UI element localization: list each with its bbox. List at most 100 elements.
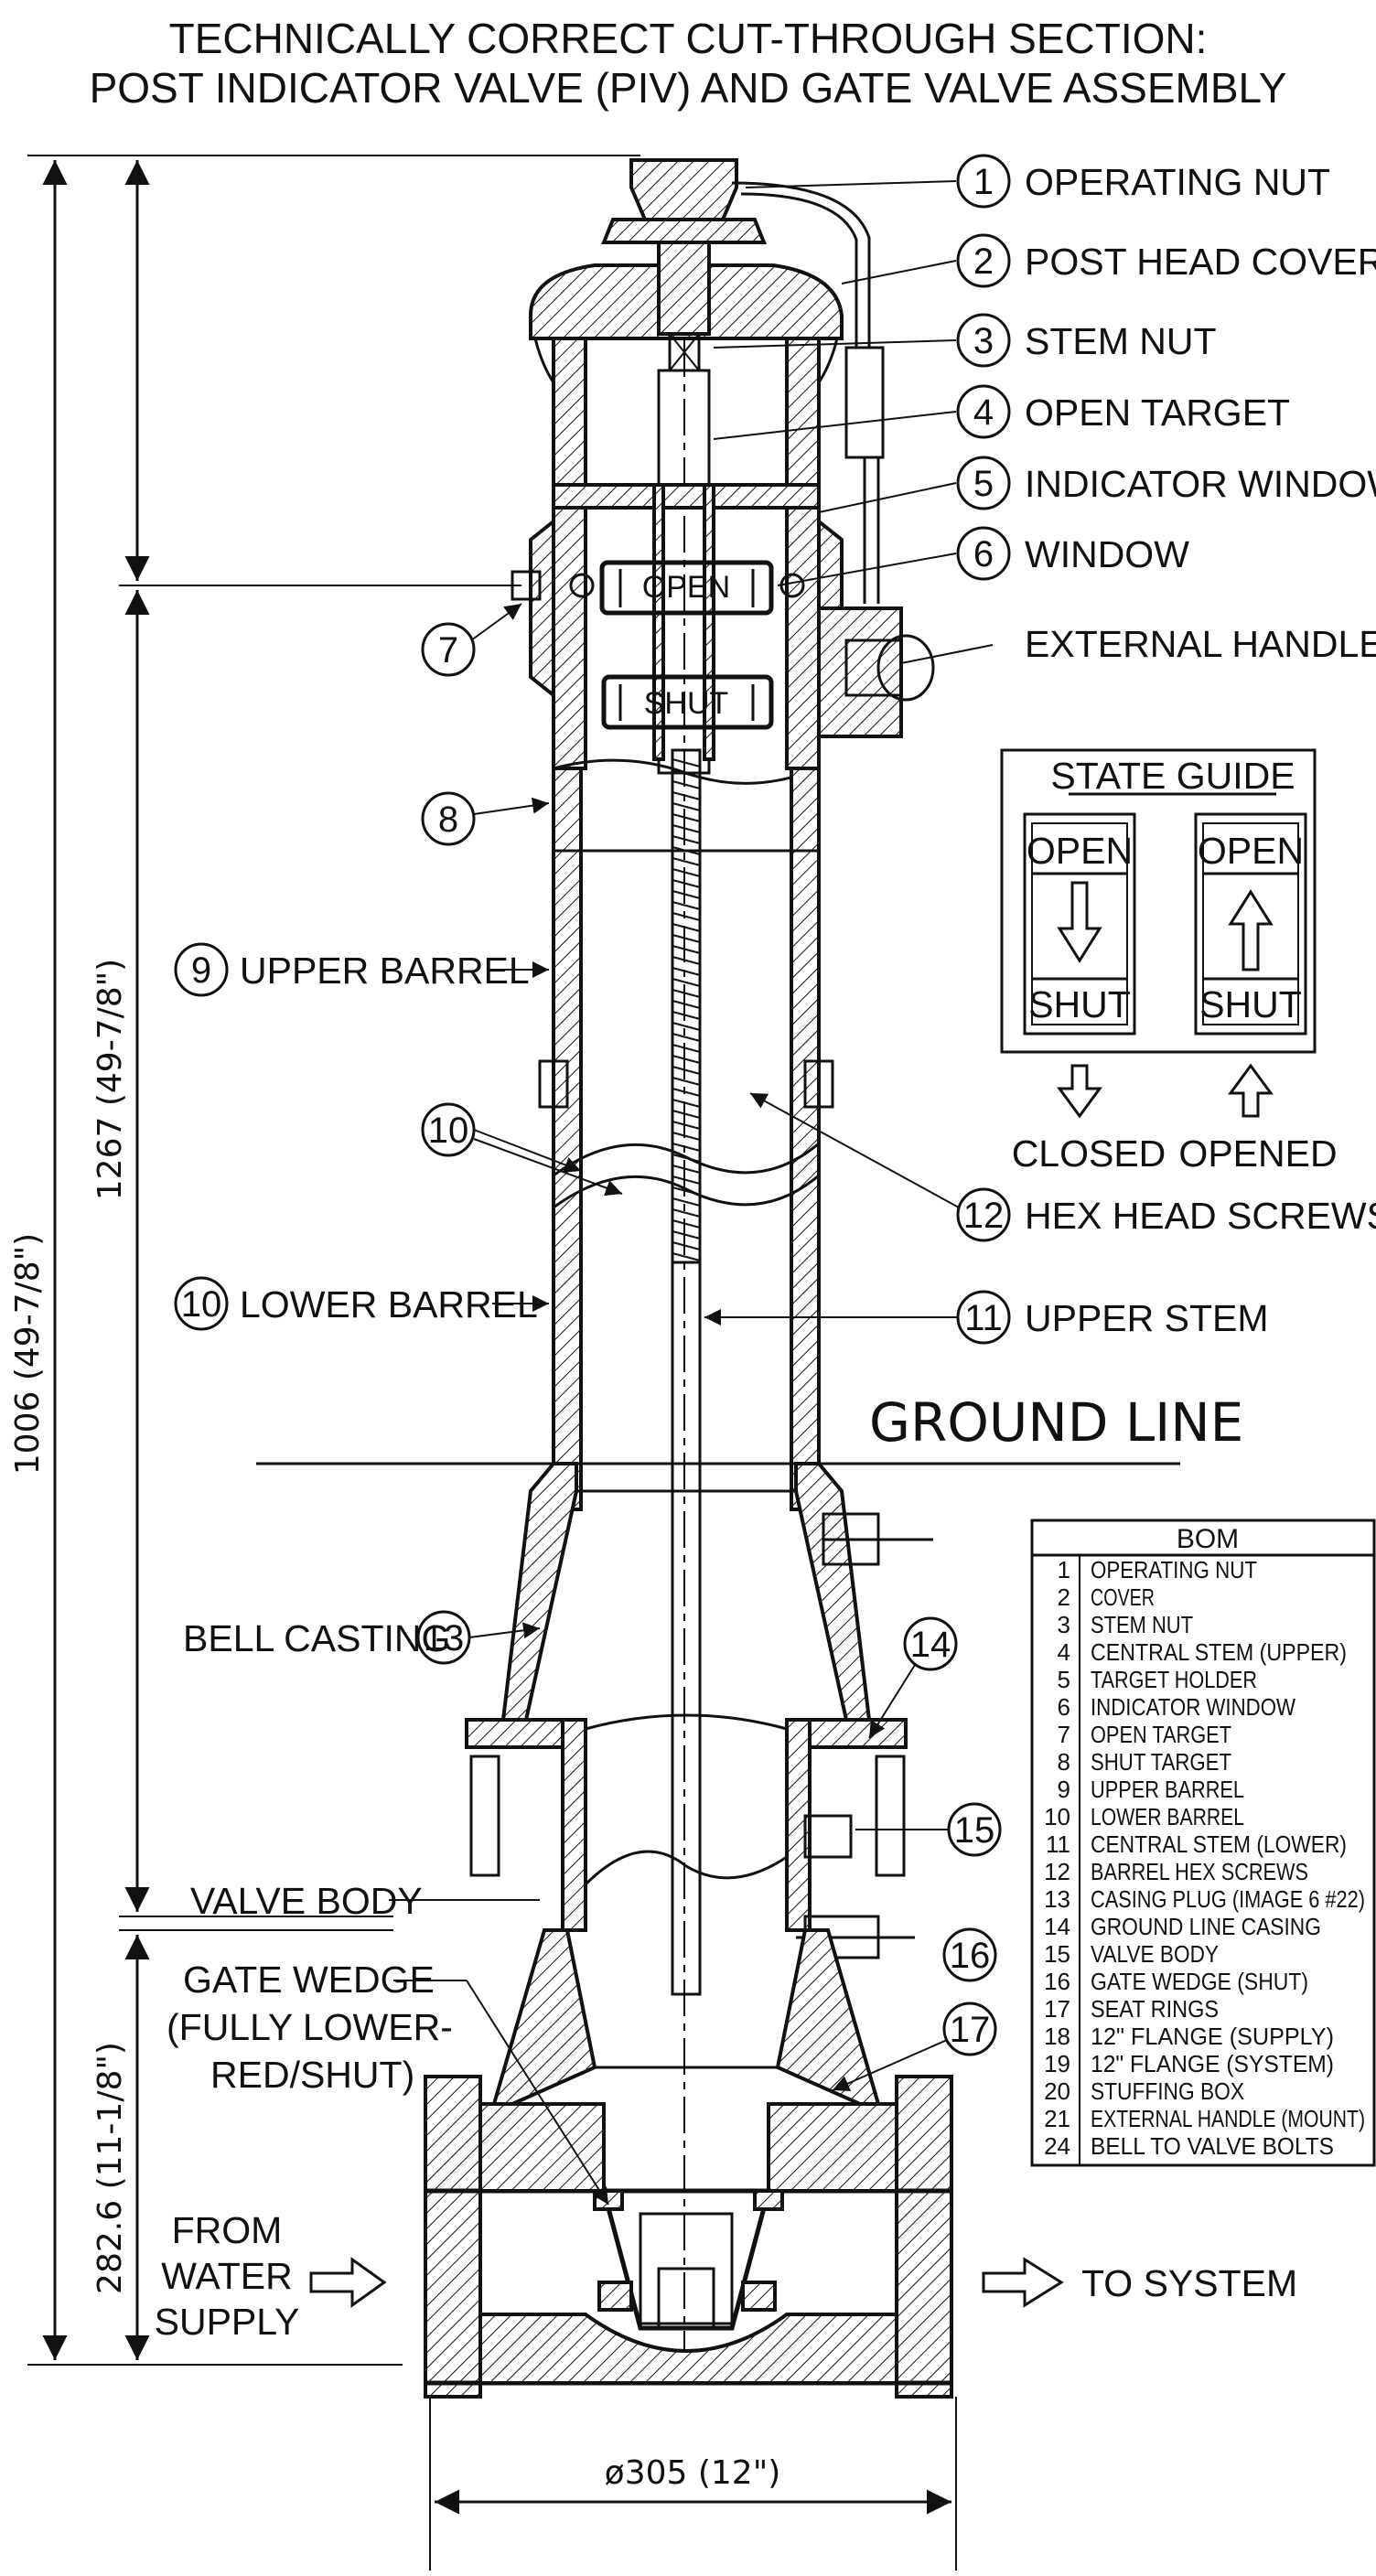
- upper-housing: [511, 337, 935, 775]
- bom-row-number: 13: [1044, 1885, 1070, 1913]
- callout-num-1: 1: [973, 162, 994, 202]
- right-callouts: [713, 154, 1011, 664]
- bom-row-description: INDICATOR WINDOW: [1091, 1693, 1295, 1721]
- valve-body: [309, 1928, 1064, 2399]
- callout-num-8: 8: [438, 800, 458, 840]
- dimension-lines: [27, 155, 957, 2571]
- callout-num-13: 13: [424, 1618, 465, 1658]
- mid-callouts: [704, 1092, 1011, 2091]
- dim-upper-height: 1267 (49-7/8"): [91, 959, 129, 1200]
- window-open-label: OPEN: [642, 570, 730, 605]
- bom-row-number: 19: [1044, 2050, 1070, 2077]
- bom-row-number: 15: [1044, 1940, 1070, 1968]
- callout-num-10: 10: [428, 1111, 469, 1151]
- bom-row-description: SEAT RINGS: [1091, 1995, 1219, 2023]
- from-label-1: FROM: [172, 2209, 283, 2251]
- bom-row-description: SHUT TARGET: [1091, 1748, 1231, 1776]
- callout-num-6: 6: [973, 534, 994, 574]
- dim-lower-height: 282.6 (11-1/8"): [91, 2042, 129, 2294]
- right-callout-texts: 1 OPERATING NUT 2 POST HEAD COVER 3 STEM…: [973, 161, 1376, 665]
- bom-row-description: GATE WEDGE (SHUT): [1091, 1968, 1308, 1995]
- callout-label-3: STEM NUT: [1025, 320, 1217, 362]
- callout-num-17: 17: [950, 2010, 991, 2050]
- bom-row-number: 24: [1044, 2132, 1070, 2160]
- bom-row-number: 21: [1044, 2105, 1070, 2132]
- callout-label-5: INDICATOR WINDOW: [1025, 463, 1376, 505]
- callout-label-lower-barrel: LOWER BARREL: [240, 1283, 538, 1326]
- bom-row-description: 12" FLANGE (SYSTEM): [1091, 2050, 1334, 2077]
- callout-num-3: 3: [973, 321, 994, 361]
- bom-row-number: 7: [1058, 1721, 1070, 1748]
- external-handle-label: EXTERNAL HANDLE: [1025, 623, 1376, 665]
- dim-diameter: ø305 (12"): [605, 2454, 781, 2492]
- callout-label-1: OPERATING NUT: [1025, 161, 1330, 203]
- left-callouts: [174, 603, 623, 1665]
- callout-label-hex-head-screws: HEX HEAD SCREWS: [1025, 1195, 1376, 1237]
- left-callout-texts: 7 8 9 UPPER BARREL 10 10 LOWER BARREL 13…: [181, 630, 538, 1659]
- bom-row-description: COVER: [1091, 1583, 1155, 1611]
- bom-row-description: CASING PLUG (IMAGE 6 #22): [1091, 1885, 1365, 1913]
- state-left-open: OPEN: [1027, 830, 1133, 872]
- bom-row-description: OPERATING NUT: [1091, 1556, 1257, 1583]
- bom-row-description: BELL TO VALVE BOLTS: [1091, 2132, 1334, 2160]
- callout-num-2: 2: [973, 242, 994, 282]
- valve-label-leaders: [389, 1899, 609, 2206]
- gate-wedge-label-3: RED/SHUT): [210, 2054, 414, 2096]
- bom-row-description: STEM NUT: [1091, 1611, 1193, 1638]
- bell-casting: [465, 1462, 933, 1959]
- callout-label-bell-casting: BELL CASTING: [183, 1617, 450, 1659]
- bom-row-description: LOWER BARREL: [1091, 1803, 1244, 1830]
- bom-row-number: 11: [1046, 1830, 1070, 1858]
- callout-num-16: 16: [950, 1936, 991, 1976]
- callout-num-10b: 10: [181, 1284, 222, 1325]
- bom-row-number: 2: [1058, 1583, 1070, 1611]
- callout-num-14: 14: [910, 1625, 951, 1665]
- callout-label-2: POST HEAD COVER: [1025, 241, 1376, 283]
- dim-overall-height: 1006 (49-7/8"): [9, 1233, 47, 1475]
- state-right-shut: SHUT: [1199, 983, 1302, 1025]
- callout-num-7: 7: [438, 630, 458, 671]
- title-line-1: TECHNICALLY CORRECT CUT-THROUGH SECTION:: [169, 15, 1208, 62]
- bom-row-number: 6: [1058, 1693, 1070, 1721]
- to-system-label: TO SYSTEM: [1081, 2262, 1297, 2304]
- gate-wedge-label-1: GATE WEDGE: [183, 1959, 435, 2001]
- bom-row-description: TARGET HOLDER: [1091, 1666, 1257, 1693]
- state-guide: [1000, 748, 1317, 1119]
- bom-row-description: OPEN TARGET: [1091, 1721, 1231, 1748]
- bom-row-number: 3: [1058, 1611, 1070, 1638]
- state-closed-caption: CLOSED: [1012, 1132, 1166, 1175]
- valve-body-label: VALVE BODY: [190, 1880, 423, 1922]
- bom-row-number: 10: [1044, 1803, 1070, 1830]
- bom-row-description: CENTRAL STEM (UPPER): [1091, 1638, 1347, 1666]
- bom-table: [1030, 1519, 1376, 2167]
- callout-num-4: 4: [973, 392, 994, 433]
- from-label-3: SUPPLY: [155, 2301, 300, 2343]
- bom-row-number: 9: [1058, 1776, 1070, 1803]
- bom-row-description: CENTRAL STEM (LOWER): [1091, 1830, 1347, 1858]
- bom-row-number: 5: [1058, 1666, 1070, 1693]
- bom-row-number: 17: [1044, 1995, 1070, 2023]
- state-opened-caption: OPENED: [1178, 1132, 1337, 1175]
- bom-row-number: 20: [1044, 2077, 1070, 2105]
- gate-wedge-label-2: (FULLY LOWER-: [167, 2006, 453, 2048]
- callout-num-11: 11: [964, 1298, 1003, 1338]
- callout-num-5: 5: [973, 464, 994, 504]
- callout-label-upper-barrel: UPPER BARREL: [240, 950, 530, 992]
- bom-header: BOM: [1177, 1524, 1239, 1554]
- bom-row-description: 12" FLANGE (SUPPLY): [1091, 2023, 1334, 2050]
- bom-row-number: 18: [1044, 2023, 1070, 2050]
- bom-row-number: 14: [1044, 1913, 1070, 1940]
- state-right-open: OPEN: [1198, 830, 1304, 872]
- from-label-2: WATER: [161, 2255, 292, 2297]
- callout-num-12: 12: [963, 1196, 1005, 1236]
- barrel: [538, 748, 834, 1996]
- bom-row-number: 16: [1044, 1968, 1070, 1995]
- window-shut-label: SHUT: [644, 686, 729, 721]
- callout-num-9: 9: [191, 950, 211, 991]
- callout-label-upper-stem: UPPER STEM: [1025, 1297, 1269, 1339]
- bom-row-description: UPPER BARREL: [1091, 1776, 1244, 1803]
- state-guide-title: STATE GUIDE: [1050, 755, 1295, 797]
- bom-row-number: 12: [1044, 1858, 1070, 1885]
- bom-row-description: BARREL HEX SCREWS: [1091, 1858, 1308, 1885]
